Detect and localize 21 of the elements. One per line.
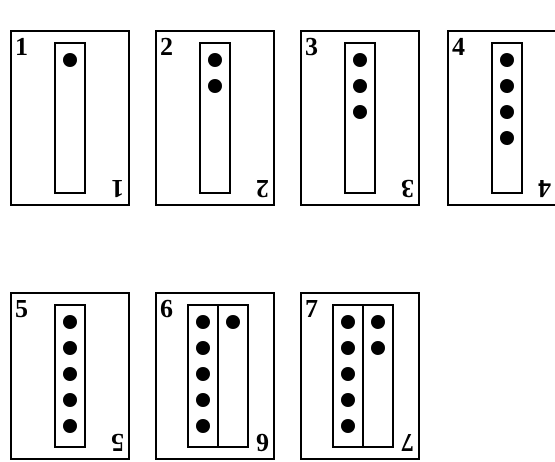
card (155, 292, 275, 460)
card (300, 292, 420, 460)
card-number: 1 (111, 176, 124, 200)
card-number: 3 (305, 35, 318, 59)
card-number: 4 (452, 35, 465, 59)
card (10, 30, 130, 206)
card (155, 30, 275, 206)
card-number: 5 (15, 297, 28, 321)
card-number: 1 (15, 35, 28, 59)
card-number: 6 (160, 297, 173, 321)
card-number: 2 (160, 35, 173, 59)
card-number: 5 (111, 430, 124, 454)
card (300, 30, 420, 206)
card-number: 3 (401, 176, 414, 200)
card (447, 30, 555, 206)
card-number: 2 (256, 176, 269, 200)
card-number: 7 (305, 297, 318, 321)
card-number: 6 (256, 430, 269, 454)
card (10, 292, 130, 460)
card-number: 4 (538, 176, 551, 200)
card-number: 7 (401, 430, 414, 454)
